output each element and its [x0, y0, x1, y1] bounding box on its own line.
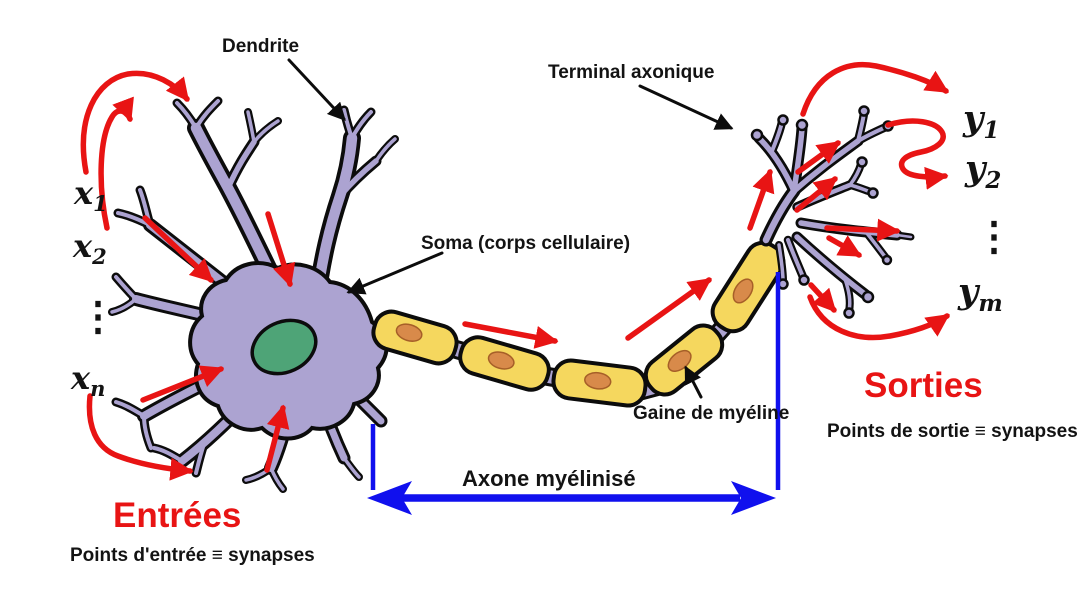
signal-arrow-input-2 [98, 96, 134, 231]
axon-chain [371, 240, 786, 408]
soma-pointer-arrow [346, 251, 444, 295]
signal-arrows [80, 61, 950, 481]
terminal-bouton [750, 128, 764, 142]
signal-arrow-terminal [747, 168, 775, 231]
terminal-bouton [856, 156, 868, 168]
signal-arrow-output-2 [885, 118, 949, 190]
axon-myelin-segment [371, 309, 459, 366]
terminal-bouton [795, 118, 809, 132]
myelin-nucleus [584, 371, 612, 390]
axon-myelin-segment [710, 240, 786, 334]
signal-arrow-output-1 [800, 61, 949, 117]
gaine-de-myeline-label: Gaine de myéline [633, 403, 789, 424]
signal-arrow-dendrite [264, 404, 290, 473]
myelin-pointer-arrow [684, 365, 703, 399]
axon-span-arrowhead-left [367, 481, 412, 515]
output-label-y2: y2 [964, 148, 1001, 194]
myelin-nucleus [395, 323, 423, 342]
signal-arrow-terminal [824, 218, 901, 242]
terminal-bouton [777, 114, 789, 126]
axon-span-arrowhead-right [731, 481, 776, 515]
signal-arrow-terminal [826, 235, 863, 258]
terminal-bouton [867, 187, 879, 199]
signal-arrow-axon [462, 321, 559, 349]
axon-myelin-segment [458, 335, 551, 392]
input-label-x1: x1 [73, 174, 108, 216]
signal-arrow-terminal [795, 140, 841, 175]
soma-nucleus [250, 318, 318, 376]
terminal-bouton [858, 105, 870, 117]
myelin-nucleus [732, 278, 754, 304]
dendrite-pointer-arrow [287, 58, 346, 121]
annotation-arrows [287, 58, 734, 399]
axon-myelin-segment [551, 358, 648, 408]
terminal-bouton [861, 290, 875, 304]
output-label-y1: y1 [962, 98, 999, 144]
sorties-heading: Sorties [864, 366, 983, 405]
signal-arrow-dendrite [265, 211, 296, 288]
axone-myelinise-label: Axone myélinisé [462, 466, 636, 491]
axon-span-markers [367, 272, 781, 515]
output-ellipsis: ⋮ [974, 213, 1014, 260]
terminal-pointer-arrow [638, 84, 734, 130]
input-label-xn: xn [70, 359, 105, 401]
terminal-bouton [843, 307, 855, 319]
entrees-heading: Entrées [113, 496, 241, 535]
signal-arrow-input-1 [80, 70, 190, 175]
soma-label: Soma (corps cellulaire) [421, 233, 630, 254]
points-entree-label: Points d'entrée ≡ synapses [70, 545, 315, 566]
terminal-bouton [798, 274, 810, 286]
signal-arrow-terminal [808, 282, 837, 313]
myelin-nucleus [487, 351, 515, 370]
output-label-ym: ym [957, 271, 1003, 317]
signal-arrow-dendrite [140, 365, 225, 403]
dendrite-label: Dendrite [222, 36, 299, 57]
terminal-axonique-label: Terminal axonique [548, 62, 714, 83]
signal-arrow-dendrite [142, 215, 214, 283]
input-label-x2: x2 [72, 227, 107, 269]
signal-arrow-output-m [807, 294, 950, 341]
signal-arrow-terminal [794, 176, 838, 213]
terminal-bouton [881, 254, 893, 266]
input-ellipsis: ⋮ [78, 293, 118, 340]
axon-terminal-branches [750, 105, 913, 319]
signal-arrow-axon [625, 277, 712, 341]
points-sortie-label: Points de sortie ≡ synapses [827, 421, 1078, 442]
signal-arrow-input-n [86, 393, 194, 481]
